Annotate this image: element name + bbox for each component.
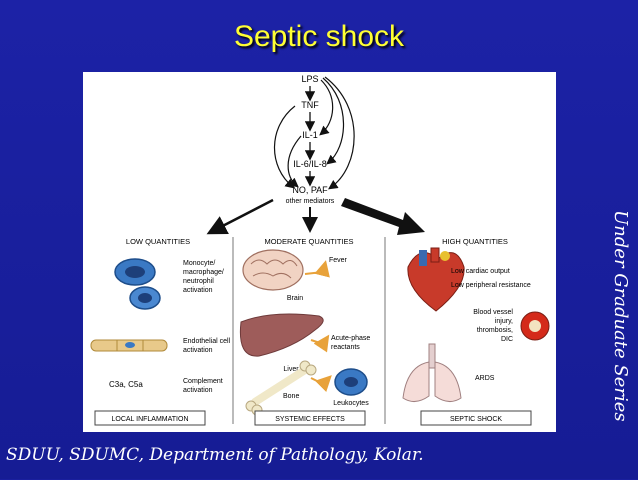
effect-ards: ARDS <box>475 375 495 382</box>
arrow-bone-leukocytes <box>310 375 332 393</box>
mediator-il1: IL-1 <box>302 130 318 140</box>
lungs-icon <box>402 343 462 402</box>
endothelial-nucleus-icon <box>125 342 135 348</box>
low-footer: LOCAL INFLAMMATION <box>111 416 188 423</box>
moderate-footer-box <box>254 410 366 426</box>
branch-arrows <box>206 198 425 235</box>
mediator-lps: LPS <box>301 74 318 84</box>
side-banner-text: Under Graduate Series <box>610 210 631 422</box>
organ-brain: Brain <box>287 295 303 302</box>
slide-title: Septic shock <box>233 20 405 53</box>
vessel-lumen-icon <box>529 320 541 332</box>
arrow-to-high <box>341 198 425 235</box>
mediator-il6-il8: IL-6/IL-8 <box>293 159 327 169</box>
septic-shock-diagram: LPS TNF IL-1 IL-6/IL-8 NO, PAF other med… <box>90 74 550 426</box>
monocyte-nucleus-icon <box>125 266 145 278</box>
arrow-lps-no <box>324 76 355 190</box>
organ-bone: Bone <box>283 393 299 400</box>
leukocyte-nucleus-icon <box>344 377 358 387</box>
other-mediators-label: other mediators <box>286 198 335 205</box>
low-footer-box <box>94 410 206 426</box>
arrow-tnf-no-left <box>273 105 296 189</box>
arrow-brain-fever <box>304 260 330 278</box>
slide-footer: SDUU, SDUMC, Department of Pathology, Ko… <box>6 445 424 465</box>
column-low: LOW QUANTITIES Monocyte/macrophage/neutr… <box>90 237 231 426</box>
effect-low-peripheral-resistance: Low peripheral resistance <box>451 282 531 289</box>
low-heading: LOW QUANTITIES <box>126 237 190 246</box>
high-heading: HIGH QUANTITIES <box>442 237 508 246</box>
liver-icon <box>239 313 324 357</box>
side-banner-svg: Under Graduate Series <box>610 210 631 422</box>
neutrophil-nucleus-icon <box>138 293 152 303</box>
effect-fever: Fever <box>329 257 348 264</box>
heart-icon <box>407 247 465 312</box>
brain-icon <box>242 249 304 291</box>
side-banner: Under Graduate Series <box>606 95 636 475</box>
column-moderate: MODERATE QUANTITIES Brain Fever Liver Ac… <box>239 237 370 426</box>
arrow-lps-il6 <box>322 77 345 165</box>
moderate-heading: MODERATE QUANTITIES <box>264 237 353 246</box>
diagram-panel: LPS TNF IL-1 IL-6/IL-8 NO, PAF other med… <box>83 72 556 432</box>
effect-low-cardiac-output: Low cardiac output <box>451 268 510 275</box>
high-footer: SEPTIC SHOCK <box>450 416 502 423</box>
mediator-cascade: LPS TNF IL-1 IL-6/IL-8 NO, PAF other med… <box>273 74 355 205</box>
high-footer-box <box>420 410 532 426</box>
moderate-footer: SYSTEMIC EFFECTS <box>275 416 345 423</box>
bone-icon <box>245 360 317 416</box>
arrow-liver-reactants <box>310 334 330 353</box>
mediator-no-paf: NO, PAF <box>292 185 328 195</box>
arrow-to-low <box>206 198 274 235</box>
effect-leukocytes: Leukocytes <box>333 400 369 407</box>
arrow-il1-no <box>287 135 302 188</box>
mediator-tnf: TNF <box>301 100 319 110</box>
brain-folds-icon <box>250 259 298 279</box>
organ-liver: Liver <box>283 366 299 373</box>
column-high: HIGH QUANTITIES Low cardiac output Low p… <box>402 237 550 426</box>
arrow-lps-il1 <box>319 79 334 136</box>
complement-c3a-c5a-label: C3a, C5a <box>109 380 143 389</box>
